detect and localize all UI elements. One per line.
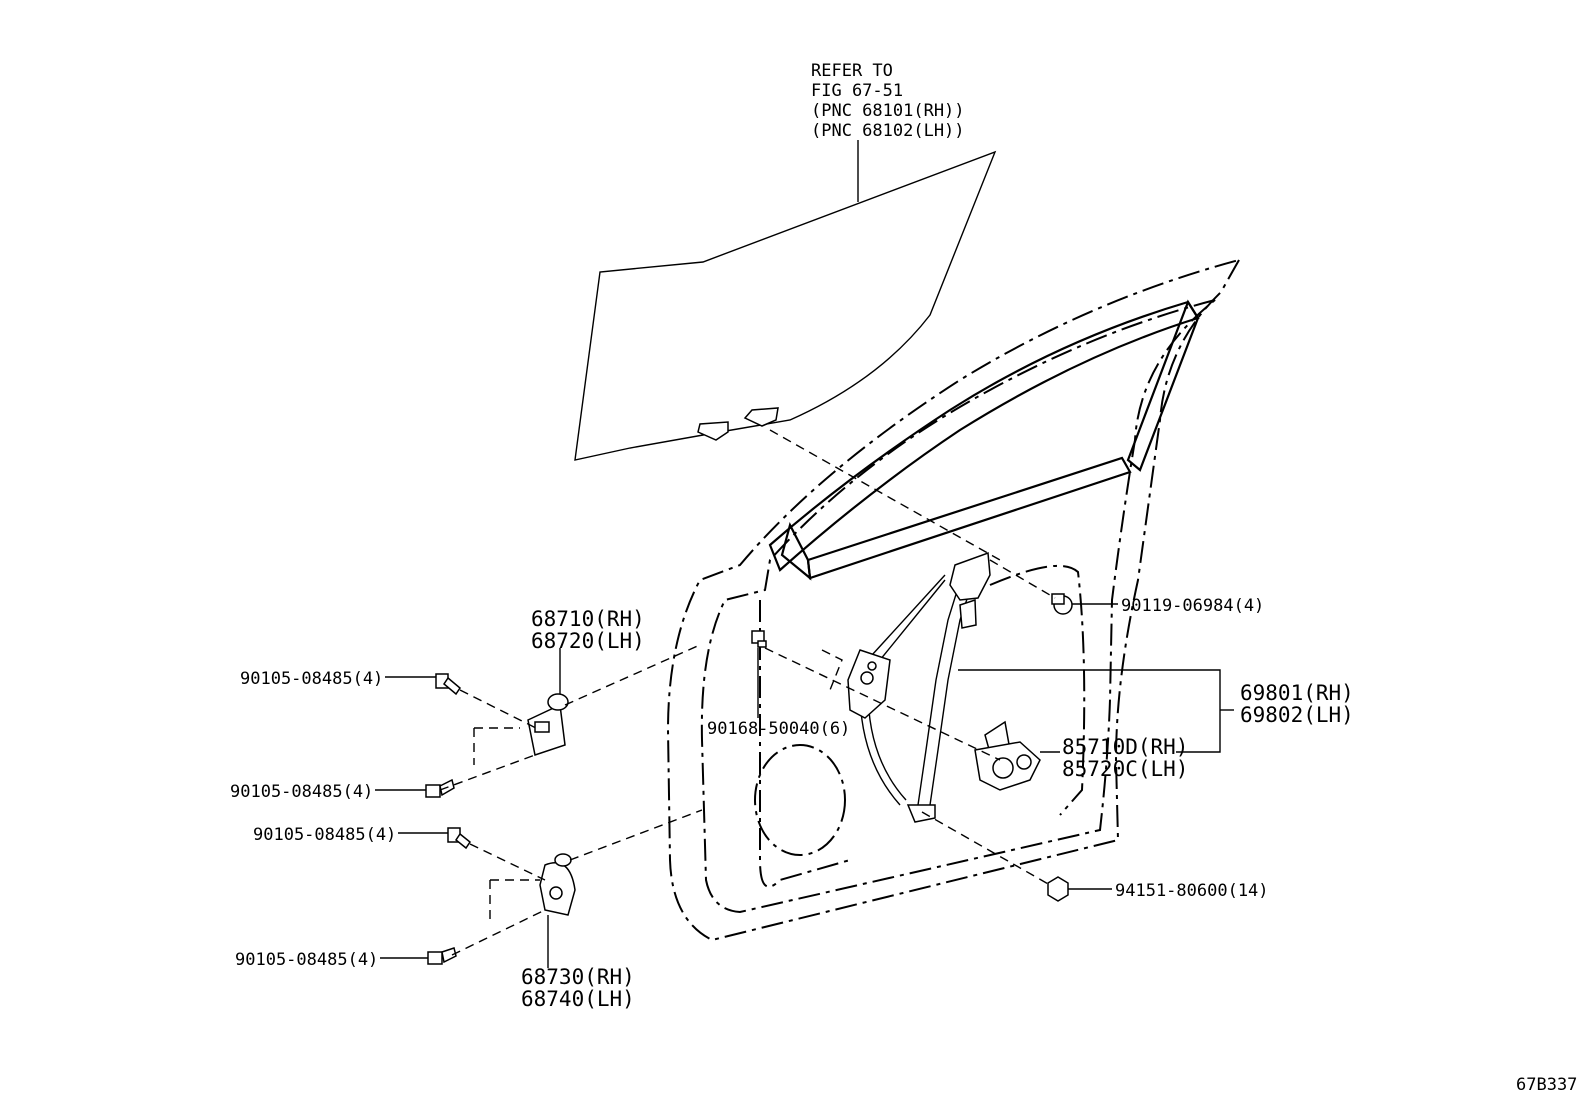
window-frame <box>768 299 1200 581</box>
label-85720: 85720C(LH) <box>1062 757 1188 781</box>
label-68710: 68710(RH) <box>531 607 645 631</box>
refer-note-line-1: REFER TO <box>811 61 893 81</box>
door-outer-frame <box>666 258 1242 942</box>
door-glass <box>574 150 997 461</box>
upper-hinge <box>527 693 569 756</box>
label-69802: 69802(LH) <box>1240 703 1354 727</box>
label-68730: 68730(RH) <box>521 965 635 989</box>
label-90168: 90168-50040(6) <box>707 719 850 739</box>
label-85710: 85710D(RH) <box>1062 735 1188 759</box>
label-90105-c: 90105-08485(4) <box>253 825 396 845</box>
label-68720: 68720(LH) <box>531 629 645 653</box>
label-90105-a: 90105-08485(4) <box>240 669 383 689</box>
figure-code: 67B337 <box>1516 1075 1577 1095</box>
bolt-icon-b <box>425 778 455 798</box>
refer-note-line-4: (PNC 68102(LH)) <box>811 121 965 141</box>
assembly-lines <box>439 429 1056 956</box>
window-regulator <box>847 551 991 823</box>
label-90105-b: 90105-08485(4) <box>230 782 373 802</box>
screw-icon-90168 <box>751 630 767 648</box>
bolt-icon-c <box>447 827 472 850</box>
label-90105-d: 90105-08485(4) <box>235 950 378 970</box>
label-94151: 94151-80600(14) <box>1115 881 1269 901</box>
bolt-icon-90119 <box>1051 593 1073 615</box>
refer-note-line-3: (PNC 68101(RH)) <box>811 101 965 121</box>
label-69801: 69801(RH) <box>1240 681 1354 705</box>
bolt-icon-a <box>435 673 461 696</box>
refer-note-line-2: FIG 67-51 <box>811 81 903 101</box>
bolt-icon-d <box>427 947 457 965</box>
inner-panel <box>754 564 1086 888</box>
regulator-motor <box>974 720 1041 791</box>
label-68740: 68740(LH) <box>521 987 635 1011</box>
nut-icon-94151 <box>1047 876 1069 902</box>
leader-lines <box>375 603 1234 968</box>
lower-hinge <box>539 853 576 916</box>
label-90119: 90119-06984(4) <box>1121 596 1264 616</box>
